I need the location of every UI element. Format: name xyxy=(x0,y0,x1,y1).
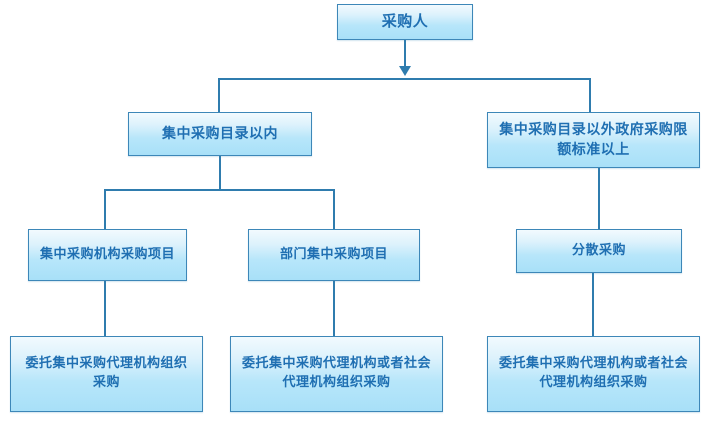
node-level3-left-label: 集中采购机构采购项目 xyxy=(39,246,175,262)
node-level4-right[interactable]: 委托集中采购代理机构或者社会代理机构组织采购 xyxy=(487,336,700,412)
edge-level2-left-stem xyxy=(219,156,221,190)
node-level2-right[interactable]: 集中采购目录以外政府采购限额标准以上 xyxy=(487,112,700,168)
edge-level2-bus xyxy=(218,78,591,80)
edge-root-arrowhead xyxy=(399,66,411,76)
edge-level3-middle-drop xyxy=(333,189,335,229)
node-level2-left[interactable]: 集中采购目录以内 xyxy=(128,112,312,156)
node-level3-right[interactable]: 分散采购 xyxy=(516,229,682,273)
node-root-label: 采购人 xyxy=(381,12,429,31)
node-level3-middle[interactable]: 部门集中采购项目 xyxy=(248,229,420,281)
node-level3-right-label: 分散采购 xyxy=(571,242,626,258)
node-root[interactable]: 采购人 xyxy=(337,4,473,40)
node-level4-right-label: 委托集中采购代理机构或者社会代理机构组织采购 xyxy=(498,356,688,390)
edge-level4-right-stem xyxy=(592,273,594,336)
node-level4-middle[interactable]: 委托集中采购代理机构或者社会代理机构组织采购 xyxy=(230,336,443,412)
edge-level2-right-stem xyxy=(598,168,600,229)
node-level4-left[interactable]: 委托集中采购代理机构组织采购 xyxy=(10,336,203,412)
edge-level3-bus xyxy=(104,189,335,191)
edge-level4-left-stem xyxy=(104,281,106,336)
edge-level4-middle-stem xyxy=(333,281,335,336)
edge-level2-right-drop xyxy=(589,78,591,112)
edge-root-stem xyxy=(404,40,406,68)
edge-level2-left-drop xyxy=(218,78,220,112)
node-level3-middle-label: 部门集中采购项目 xyxy=(279,246,388,262)
node-level4-middle-label: 委托集中采购代理机构或者社会代理机构组织采购 xyxy=(241,356,431,390)
edge-level3-left-drop xyxy=(104,189,106,229)
node-level3-left[interactable]: 集中采购机构采购项目 xyxy=(28,229,187,281)
node-level2-right-label: 集中采购目录以外政府采购限额标准以上 xyxy=(499,121,688,158)
node-level4-left-label: 委托集中采购代理机构组织采购 xyxy=(25,356,188,390)
node-level2-left-label: 集中采购目录以内 xyxy=(162,125,278,142)
